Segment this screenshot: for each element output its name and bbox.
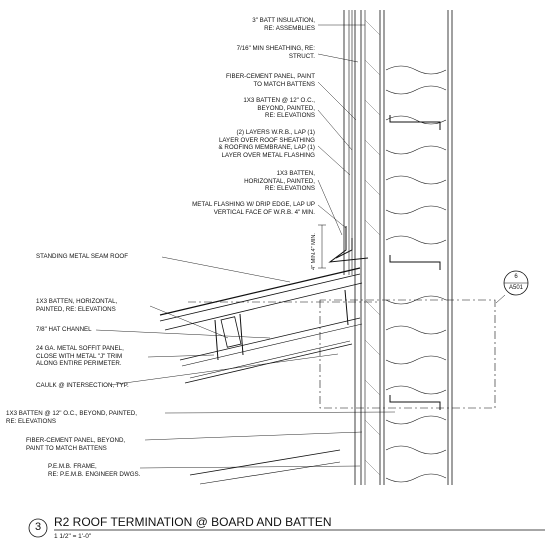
note-standing-seam-roof: STANDING METAL SEAM ROOF xyxy=(36,253,129,260)
note-fiber-cement-beyond: FIBER-CEMENT PANEL, BEYOND, PAINT TO MAT… xyxy=(26,437,126,452)
dimension-line xyxy=(318,224,326,269)
batt-insulation-pattern xyxy=(385,65,447,483)
note-batten-horizontal-upper: 1x3 BATTEN, HORIZONTAL, PAINTED, RE: ELE… xyxy=(244,170,315,193)
note-batten-beyond: 1x3 BATTEN @ 12" O.C., BEYOND, PAINTED, … xyxy=(6,410,137,425)
note-metal-flashing: METAL FLASHING W/ DRIP EDGE, LAP UP VERT… xyxy=(192,201,315,216)
note-fiber-cement-panel: FIBER-CEMENT PANEL, PAINT TO MATCH BATTE… xyxy=(225,73,315,88)
break-outline xyxy=(188,299,496,409)
note-batten-vertical: 1x3 BATTEN @ 12" O.C., BEYOND, PAINTED, … xyxy=(243,97,315,120)
note-pemb-frame: P.E.M.B. FRAME, RE: P.E.M.B. ENGINEER DW… xyxy=(48,463,141,478)
note-batt-insulation: 3" BATT INSULATION, RE: ASSEMBLIES xyxy=(252,17,315,32)
note-caulk: CAULK @ INTERSECTION, TYP. xyxy=(36,382,129,389)
note-sheathing: 7/16" MIN SHEATHING, RE: STRUCT. xyxy=(236,45,315,60)
dimension-label: 4" MIN.4" MIN. xyxy=(311,233,317,270)
detail-scale: 1 1/2" = 1'-0" xyxy=(54,533,92,540)
leader-lines xyxy=(95,24,396,469)
detail-title: R2 ROOF TERMINATION @ BOARD AND BATTEN xyxy=(54,515,332,529)
note-soffit-panel: 24 GA. METAL SOFFIT PANEL, CLOSE WITH ME… xyxy=(36,345,124,368)
note-batten-horizontal-lower: 1x3 BATTEN, HORIZONTAL, PAINTED, RE: ELE… xyxy=(36,298,118,313)
detail-number: 3 xyxy=(34,521,42,533)
metal-flashing-shape xyxy=(328,226,369,263)
z-girts xyxy=(389,115,441,410)
callout-sheet: A501 xyxy=(508,285,523,291)
callout-number: 6 xyxy=(514,274,518,280)
roof-assembly xyxy=(159,267,363,485)
note-hat-channel: 7/8" HAT CHANNEL xyxy=(36,326,92,333)
wall-assembly xyxy=(343,10,453,485)
detail-number-circle xyxy=(28,518,48,538)
note-wrb-layers: (2) LAYERS W.R.B., LAP (1) LAYER OVER RO… xyxy=(218,129,316,159)
section-callout-bubble xyxy=(495,270,529,304)
